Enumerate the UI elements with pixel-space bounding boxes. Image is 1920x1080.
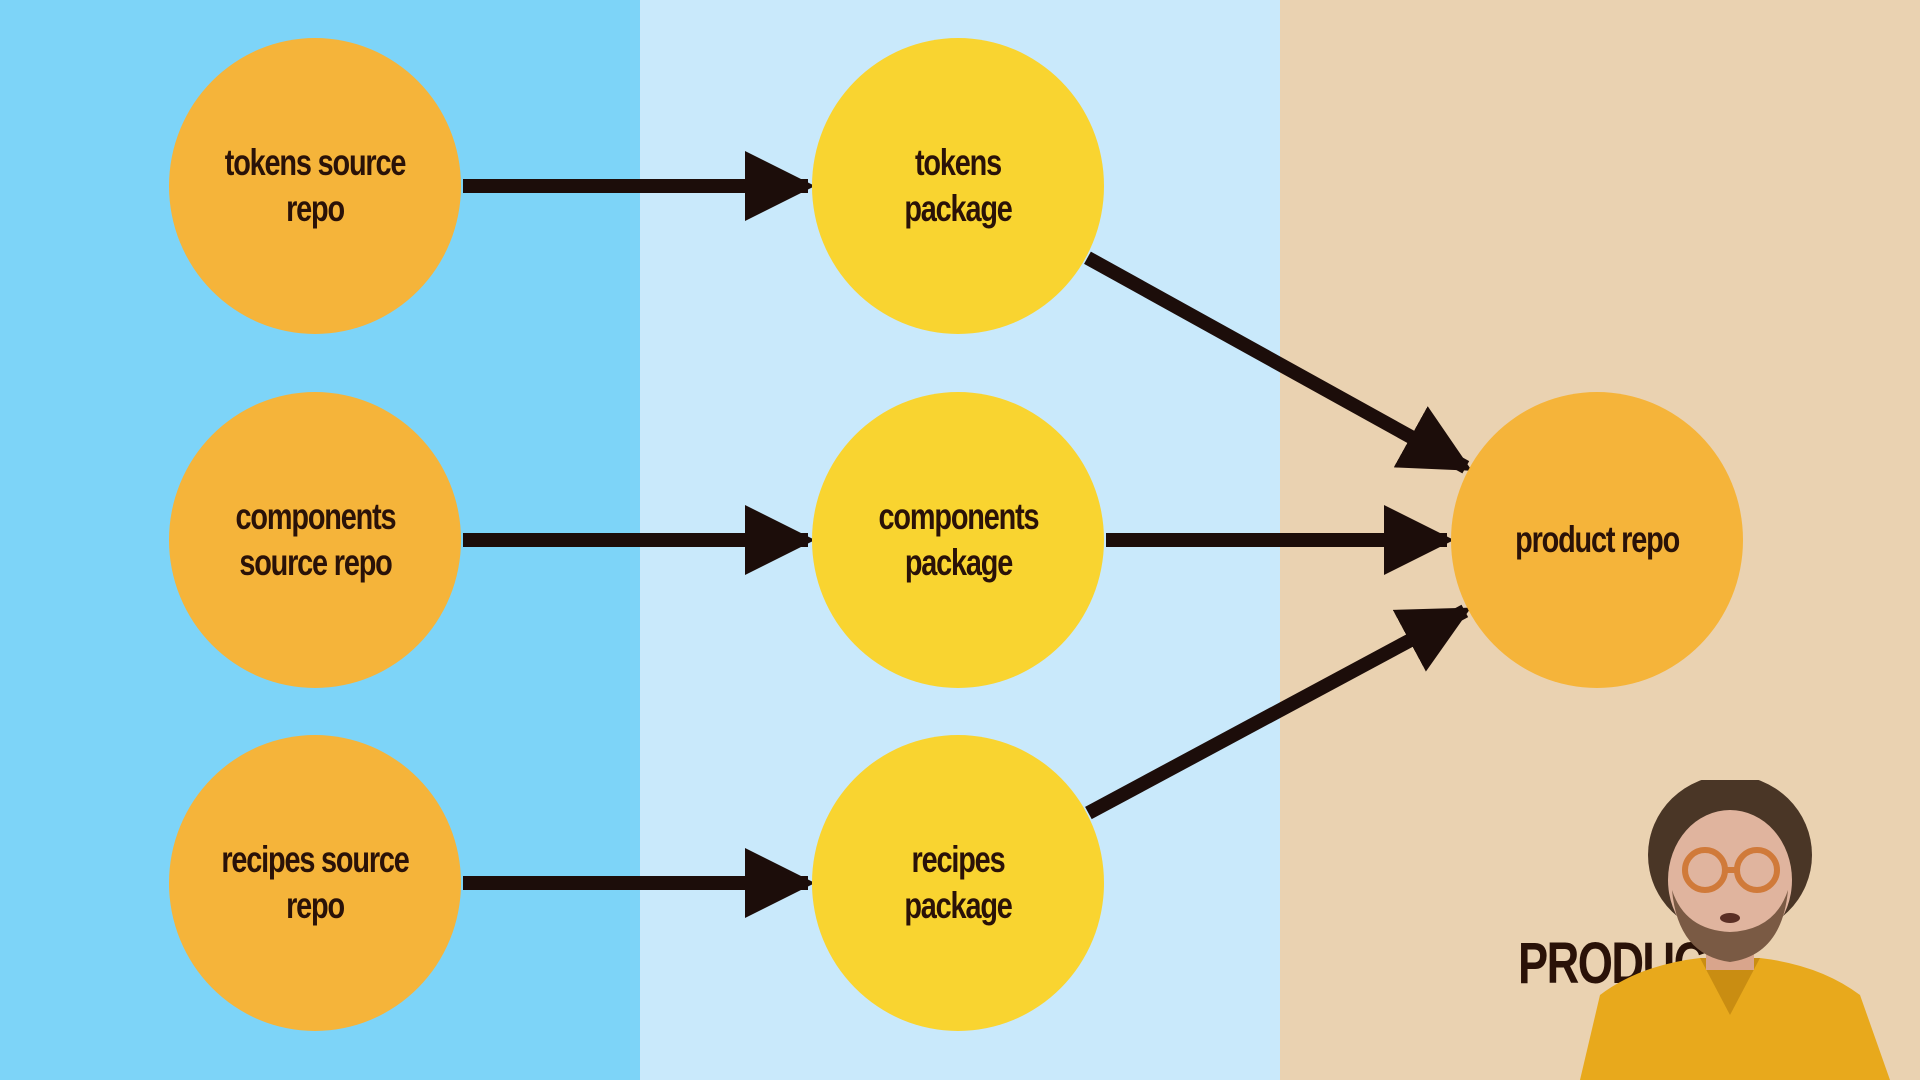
node-label: components source repo xyxy=(235,496,396,583)
node-label: recipes source repo xyxy=(221,839,410,926)
glasses-icon xyxy=(1682,847,1780,893)
node-tokens-package: tokens package xyxy=(812,38,1104,334)
node-label: recipes package xyxy=(904,839,1012,926)
node-tokens-source-repo: tokens source repo xyxy=(169,38,461,334)
edge-recipes-package-to-product-repo xyxy=(1085,604,1472,820)
node-label: product repo xyxy=(1515,519,1680,560)
node-label: tokens package xyxy=(904,142,1012,229)
node-recipes-package: recipes package xyxy=(812,735,1104,1031)
presenter-webcam xyxy=(1560,780,1900,1080)
node-label: components package xyxy=(878,496,1039,583)
presenter-shirt xyxy=(1580,958,1890,1080)
node-components-package: components package xyxy=(812,392,1104,688)
node-product-repo: product repo xyxy=(1451,392,1743,688)
node-recipes-source-repo: recipes source repo xyxy=(169,735,461,1031)
presenter-face xyxy=(1668,810,1792,950)
node-label: tokens source repo xyxy=(224,142,407,229)
edge-tokens-package-to-product-repo xyxy=(1084,251,1472,474)
node-components-source-repo: components source repo xyxy=(169,392,461,688)
